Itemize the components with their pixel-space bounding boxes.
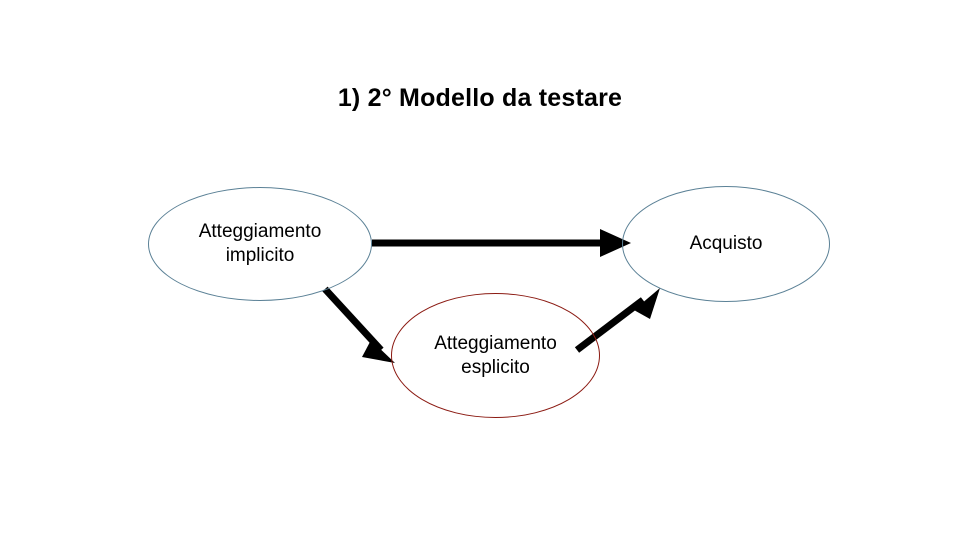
node-atteggiamento-esplicito[interactable]: Atteggiamento esplicito bbox=[391, 293, 600, 418]
node-acquisto[interactable]: Acquisto bbox=[622, 186, 830, 302]
node-label-line2: esplicito bbox=[461, 356, 530, 378]
node-label: Acquisto bbox=[684, 232, 769, 256]
node-label-line1: Atteggiamento bbox=[198, 221, 322, 243]
node-label-line1: Acquisto bbox=[689, 233, 763, 255]
page-title: 1) 2° Modello da testare bbox=[337, 84, 623, 112]
edge-implicito-to-esplicito bbox=[322, 286, 395, 363]
node-label: Atteggiamento esplicito bbox=[428, 332, 563, 380]
node-label-line2: implicito bbox=[225, 245, 295, 266]
node-label-line1: Atteggiamento bbox=[434, 332, 557, 354]
node-atteggiamento-implicito[interactable]: Atteggiamento implicito bbox=[148, 187, 372, 301]
node-label: Atteggiamento implicito bbox=[193, 220, 328, 268]
edge-implicito-to-acquisto bbox=[372, 229, 631, 257]
